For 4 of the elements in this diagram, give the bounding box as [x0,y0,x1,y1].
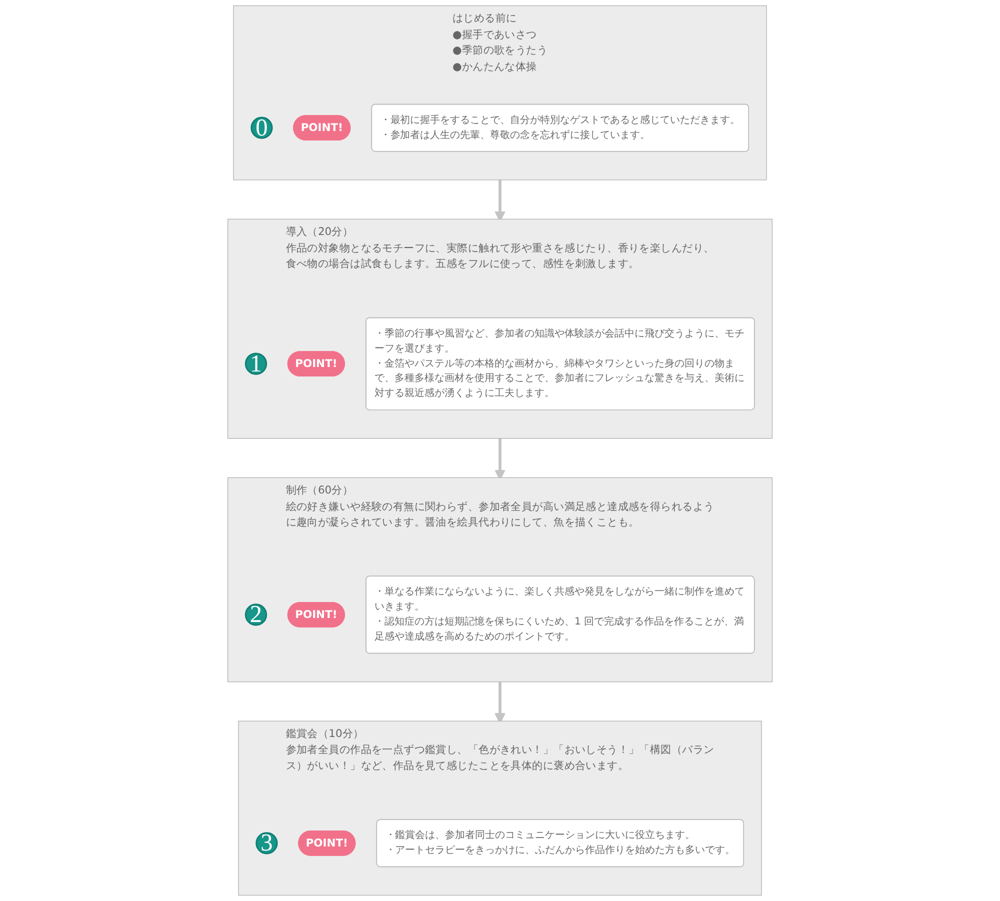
node-circle: 1 [244,352,268,375]
node-circle: 2 [244,604,268,626]
node-circle: 3 [256,832,278,854]
node-circle: 0 [250,116,273,139]
